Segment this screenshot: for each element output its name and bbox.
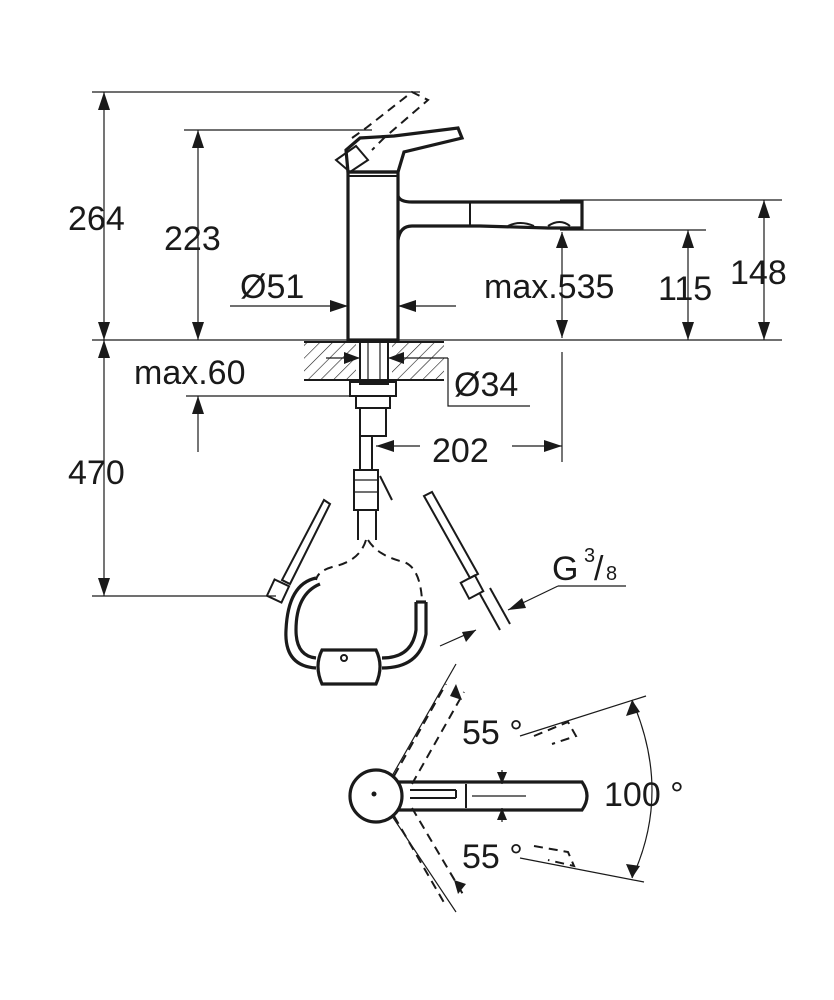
- supply-hoses: [265, 475, 511, 631]
- dim-diameter-34-label: Ø34: [454, 366, 518, 404]
- dim-diameter-51-label: Ø51: [240, 268, 304, 306]
- angle-lower-55-label: 55 °: [462, 838, 523, 876]
- left-supply-hose: [280, 498, 332, 586]
- right-supply-hose: [422, 490, 480, 580]
- top-view: [348, 663, 653, 913]
- angle-upper-55-label: 55 °: [462, 714, 523, 752]
- spout-swivel-down-outline: [393, 807, 465, 907]
- thread-slash: /: [594, 550, 604, 588]
- dim-202-label: 202: [432, 432, 489, 470]
- hose-weight: [316, 648, 382, 686]
- dim-115-label: 115: [658, 270, 712, 308]
- angle-100-label: 100 °: [604, 776, 684, 814]
- top-view-body-circle: [348, 768, 404, 824]
- dimension-labels: 264 223 Ø51 max.535 115 148 max.60 Ø34 4…: [68, 200, 787, 876]
- dim-max-60-label: max.60: [134, 354, 246, 392]
- lever-raised-outline: [351, 90, 430, 151]
- faucet-body: [346, 170, 400, 342]
- dim-223-label: 223: [164, 220, 221, 258]
- lever-handle: [344, 126, 465, 174]
- dim-264-label: 264: [68, 200, 125, 238]
- angle-arc-100: [631, 699, 653, 879]
- dim-470-label: 470: [68, 454, 125, 492]
- spout-swivel-up-outline: [393, 683, 465, 785]
- spout: [396, 195, 584, 241]
- dim-148-label: 148: [730, 254, 787, 292]
- counter-mounting: [304, 339, 444, 540]
- extension-lines: [92, 91, 782, 597]
- dimension-lines: [98, 92, 770, 647]
- pullout-hose-loop: [284, 576, 317, 670]
- spout-outlet: [507, 222, 535, 227]
- dim-max-535-label: max.535: [484, 268, 614, 306]
- mounting-shank: [359, 339, 389, 385]
- thread-g-label: G: [552, 550, 578, 588]
- hose-coupling: [353, 469, 379, 511]
- pullout-hose-assembly: [284, 539, 428, 686]
- top-view-spout: [398, 780, 589, 812]
- thread-denominator: 8: [606, 563, 617, 585]
- thread-numerator: 3: [584, 545, 595, 567]
- faucet-side-view: [334, 90, 584, 342]
